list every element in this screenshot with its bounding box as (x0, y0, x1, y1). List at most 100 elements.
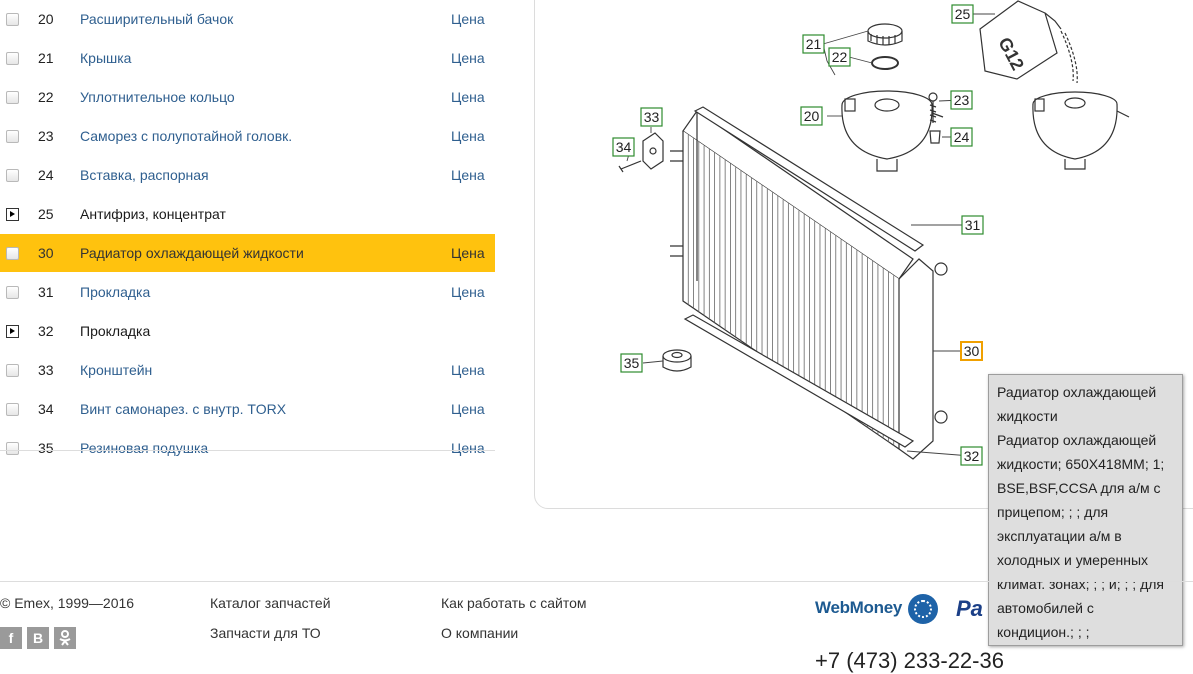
part-checkbox[interactable] (6, 51, 19, 65)
part-row[interactable]: 35 Резиновая подушка Цена (0, 429, 495, 468)
callout-31[interactable]: 31 (961, 215, 984, 235)
spacer-insert-drawing (929, 130, 941, 144)
tooltip-line: Радиатор охлаждающей (997, 384, 1157, 400)
part-checkbox[interactable] (6, 402, 19, 416)
gasket-lower-drawing (683, 314, 915, 448)
part-row[interactable]: 21 Крышка Цена (0, 39, 495, 78)
part-checkbox[interactable] (6, 129, 19, 143)
callout-33[interactable]: 33 (640, 107, 663, 127)
callout-label: 31 (965, 217, 981, 233)
facebook-icon[interactable]: f (0, 627, 22, 649)
radiator-drawing (670, 110, 948, 460)
price-link[interactable]: Цена (451, 440, 485, 456)
antifreeze-bottle-drawing: G12 (979, 0, 1130, 170)
part-name-link[interactable]: Саморез с полупотайной головк. (80, 128, 293, 144)
part-name-link[interactable]: Радиатор охлаждающей жидкости (80, 245, 304, 261)
part-number: 35 (38, 440, 54, 456)
callout-34[interactable]: 34 (612, 137, 635, 157)
callout-32[interactable]: 32 (960, 446, 983, 466)
callout-25[interactable]: 25 (951, 4, 974, 24)
callout-label: 32 (964, 448, 980, 464)
footer-link-maintenance-parts[interactable]: Запчасти для ТО (210, 625, 321, 641)
callout-20[interactable]: 20 (800, 106, 823, 126)
callout-label: 23 (954, 92, 970, 108)
cap-drawing (867, 23, 903, 46)
part-number: 21 (38, 50, 54, 66)
callout-label: 24 (954, 129, 970, 145)
part-name-link[interactable]: Крышка (80, 50, 132, 66)
expand-arrow-icon[interactable] (6, 324, 19, 338)
callout-35[interactable]: 35 (620, 353, 643, 373)
callout-label: 34 (616, 139, 632, 155)
part-name-link[interactable]: Расширительный бачок (80, 11, 234, 27)
part-checkbox[interactable] (6, 12, 19, 26)
part-name-link[interactable]: Уплотнительное кольцо (80, 89, 235, 105)
part-row[interactable]: 20 Расширительный бачок Цена (0, 0, 495, 39)
price-link[interactable]: Цена (451, 11, 485, 27)
part-checkbox[interactable] (6, 441, 19, 455)
price-link[interactable]: Цена (451, 128, 485, 144)
price-link[interactable]: Цена (451, 401, 485, 417)
part-number: 22 (38, 89, 54, 105)
part-number: 23 (38, 128, 54, 144)
diagram-panel: G12 (534, 0, 1193, 509)
part-checkbox[interactable] (6, 246, 19, 260)
callout-23[interactable]: 23 (950, 90, 973, 110)
price-link[interactable]: Цена (451, 245, 485, 261)
part-name-link[interactable]: Прокладка (80, 284, 151, 300)
callout-label: 35 (624, 355, 640, 371)
footer-link-parts-catalog[interactable]: Каталог запчастей (210, 595, 331, 611)
expand-arrow-icon[interactable] (6, 207, 19, 221)
part-checkbox[interactable] (6, 90, 19, 104)
price-link[interactable]: Цена (451, 167, 485, 183)
vkontakte-icon[interactable]: B (27, 627, 49, 649)
callout-30[interactable]: 30 (960, 341, 983, 361)
odnoklassniki-icon[interactable] (54, 627, 76, 649)
part-row[interactable]: 23 Саморез с полупотайной головк. Цена (0, 117, 495, 156)
copyright-text: © Emex, 1999—2016 (0, 595, 135, 611)
callout-label: 33 (644, 109, 660, 125)
part-name-link[interactable]: Антифриз, концентрат (80, 206, 226, 222)
paypal-logo: Pa (956, 596, 983, 621)
part-checkbox[interactable] (6, 363, 19, 377)
part-name-link[interactable]: Прокладка (80, 323, 151, 339)
part-number: 33 (38, 362, 54, 378)
part-row[interactable]: 24 Вставка, распорная Цена (0, 156, 495, 195)
expansion-tank-drawing (841, 90, 944, 172)
price-link[interactable]: Цена (451, 50, 485, 66)
price-link[interactable]: Цена (451, 89, 485, 105)
footer-link-how-to-use[interactable]: Как работать с сайтом (441, 595, 587, 611)
part-number: 31 (38, 284, 54, 300)
part-number: 25 (38, 206, 54, 222)
price-link[interactable]: Цена (451, 284, 485, 300)
part-row[interactable]: 33 Кронштейн Цена (0, 351, 495, 390)
tooltip-line: BSE,BSF,CCSA для а/м с (997, 480, 1161, 496)
gasket-upper-drawing (693, 106, 925, 252)
part-name-link[interactable]: Кронштейн (80, 362, 153, 378)
part-number: 20 (38, 11, 54, 27)
footer-link-about[interactable]: О компании (441, 625, 519, 641)
part-number: 24 (38, 167, 54, 183)
callout-21[interactable]: 21 (802, 34, 825, 54)
part-name-link[interactable]: Вставка, распорная (80, 167, 209, 183)
callout-24[interactable]: 24 (950, 127, 973, 147)
part-checkbox[interactable] (6, 168, 19, 182)
callout-22[interactable]: 22 (828, 47, 851, 67)
cooling-system-diagram: G12 (612, 0, 1130, 466)
tooltip-line: жидкости (997, 408, 1058, 424)
part-name-link[interactable]: Резиновая подушка (80, 440, 209, 456)
part-row[interactable]: 31 Прокладка Цена (0, 273, 495, 312)
social-links: f B (0, 627, 76, 649)
tooltip-line: климат. зонах; ; ; и; ; ; для (997, 576, 1164, 592)
part-row[interactable]: 22 Уплотнительное кольцо Цена (0, 78, 495, 117)
price-link[interactable]: Цена (451, 362, 485, 378)
part-name-link[interactable]: Винт самонарез. с внутр. TORX (80, 401, 287, 417)
callout-label: 25 (955, 6, 971, 22)
part-checkbox[interactable] (6, 285, 19, 299)
part-row[interactable]: 25 Антифриз, концентрат (0, 195, 495, 234)
torx-screw-drawing (618, 160, 642, 173)
